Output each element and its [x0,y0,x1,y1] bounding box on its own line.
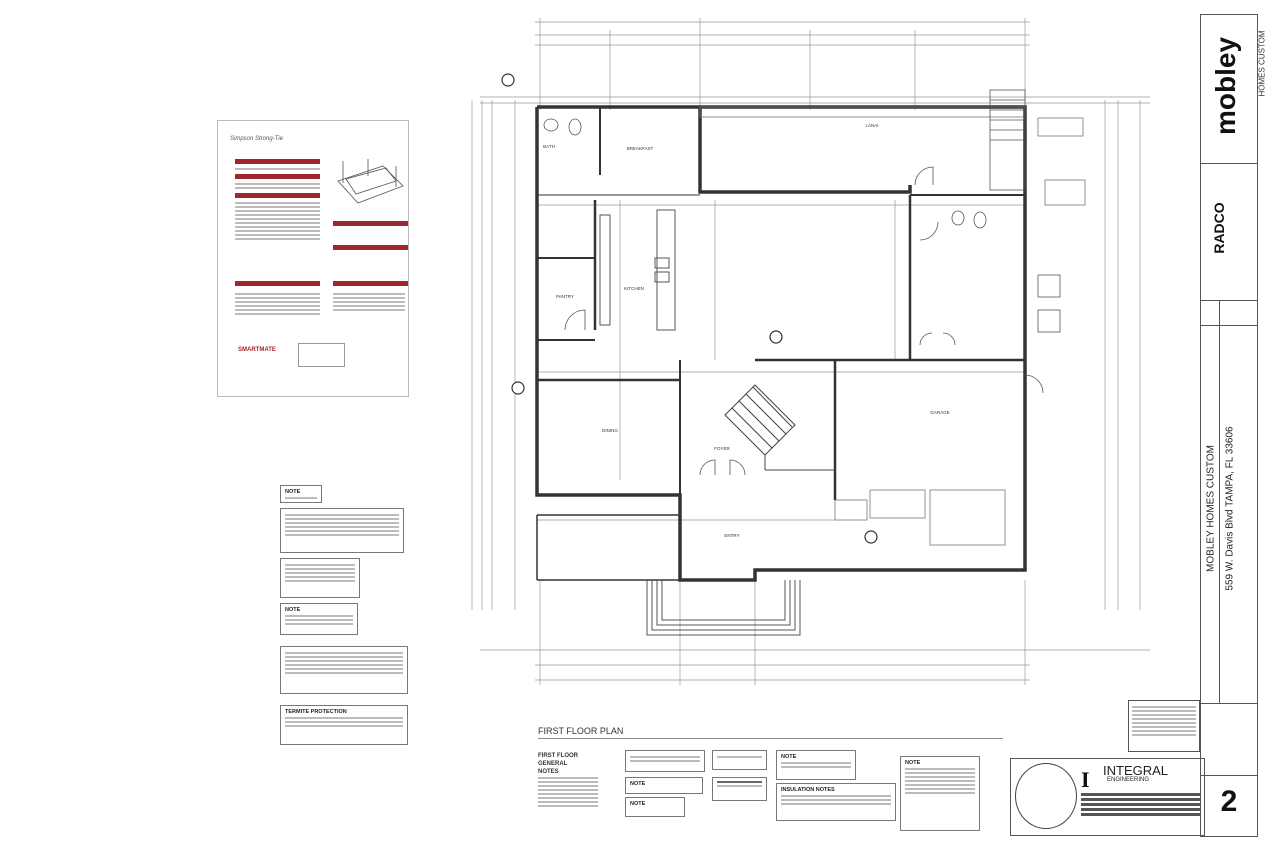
kitchen-counters [599,209,676,331]
smartmate-logo: SMARTMATE [238,347,276,353]
engineer-subtitle: ENGINEERING [1107,777,1150,783]
plan-title: FIRST FLOOR PLAN [538,726,624,736]
door-swings [564,166,1044,476]
project-address: 559 W. Davis Blvd TAMPA, FL 33606 [1224,426,1236,591]
spec-sheet-logo: Simpson Strong-Tie [230,136,283,142]
project-name: MOBLEY HOMES CUSTOM [1205,445,1217,572]
square-footage-table [1128,700,1200,752]
first-floor-plan: BREAKFAST LANAI KITCHEN PANTRY DINING FO… [471,18,1150,685]
mobley-logo-subtitle: HOMES CUSTOM [1257,30,1267,97]
title-underline [538,738,1003,739]
room-label-breakfast: BREAKFAST [627,146,654,151]
room-label-lanai: LANAI [865,123,878,128]
engineer-stamp-block: I INTEGRAL ENGINEERING [1010,758,1205,836]
note-box: NOTE [625,797,685,817]
bracket-illustration [337,159,404,204]
note-box: NOTE [900,756,980,831]
mobley-logo: mobley [1210,36,1241,136]
termite-protection-note: TERMITE PROTECTION [280,705,408,745]
bath-fixtures [543,89,1061,333]
note-box [625,750,705,772]
staircase [724,384,835,471]
room-label-foyer: FOYER [714,446,730,451]
note-box [280,558,360,598]
section-markers [501,73,878,544]
note-box [280,646,408,694]
sheet-number: 2 [1220,785,1238,818]
room-label-kitchen: KITCHEN [624,286,644,291]
radco-logo: RADCO [1211,202,1227,254]
note-box [712,777,767,801]
room-label-entry: ENTRY [724,533,739,538]
general-notes-title: FIRST FLOOR GENERAL NOTES [538,753,578,775]
walls [535,105,1027,582]
room-label-dining: DINING [602,428,618,433]
front-steps [646,580,801,636]
room-label-pantry: PANTRY [556,294,574,299]
note-box: NOTE [280,603,358,635]
engineer-name: INTEGRAL [1103,763,1169,778]
note-box: NOTE [625,777,703,794]
room-label-garage: GARAGE [930,410,949,415]
title-block: mobley HOMES CUSTOM RADCO MOBLEY HOMES C… [1200,14,1267,837]
dimension-lines [471,18,1150,685]
room-label-bath: BATH [543,144,555,149]
integral-logo-icon: I [1081,767,1090,792]
insulation-notes: INSULATION NOTES [776,783,896,821]
note-box: NOTE [776,750,856,780]
seal-circle [1015,763,1077,829]
spec-sheet: Simpson Strong-Tie SMARTMATE [217,120,409,397]
note-box [712,750,767,770]
note-box: NOTE [280,485,322,503]
note-box [280,508,404,553]
